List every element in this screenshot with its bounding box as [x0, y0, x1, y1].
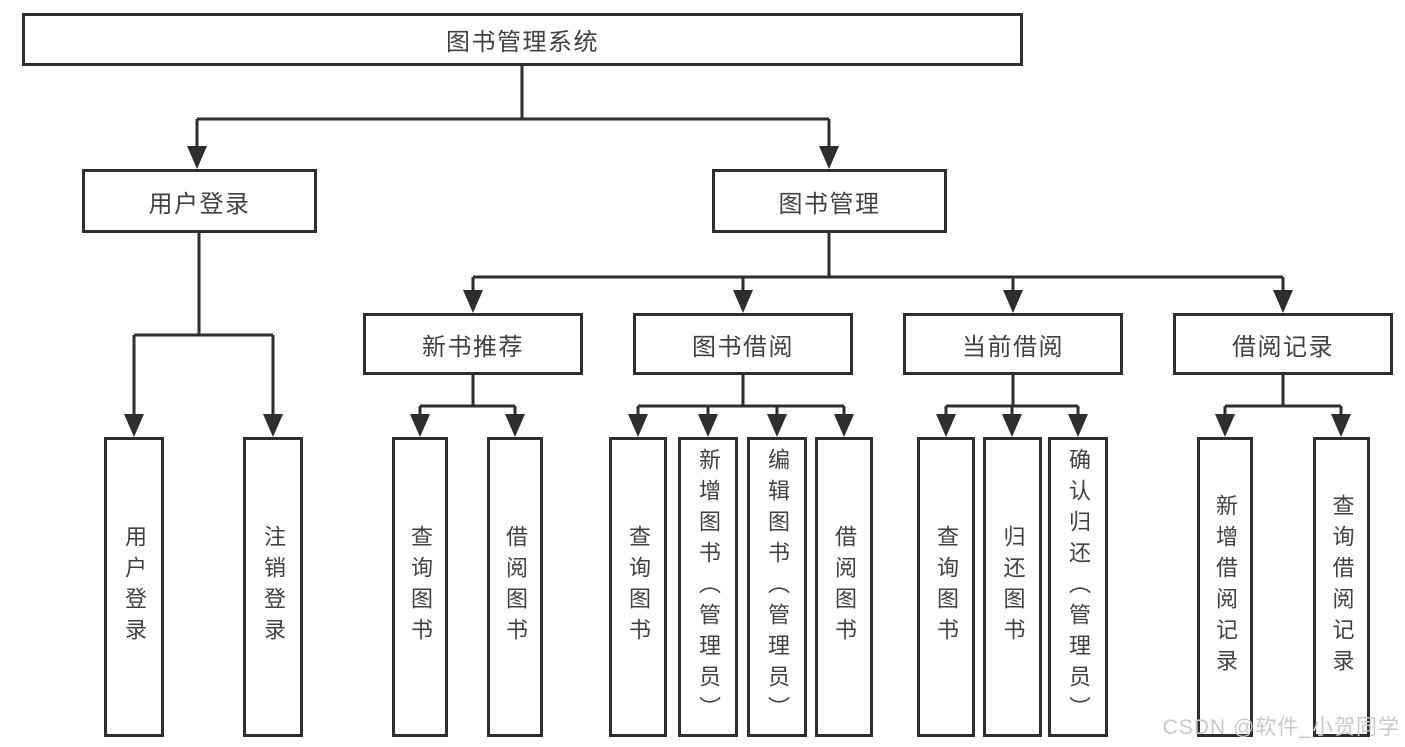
node-label: 新增图书（管理员） — [696, 447, 721, 727]
node-label: 用户登录 — [122, 525, 147, 649]
arrowhead-icon — [1215, 414, 1235, 437]
branch-borrow-records — [1215, 375, 1351, 437]
watermark: CSDN @软件_小贺同学 — [1162, 716, 1400, 739]
arrowhead-icon — [410, 414, 430, 437]
arrowhead-icon — [187, 146, 207, 169]
leaf-edit-book-admin: 编辑图书（管理员） — [747, 437, 807, 737]
node-book-borrow: 图书借阅 — [633, 313, 853, 375]
branch-book-management — [463, 233, 1293, 313]
node-label: 借阅记录 — [1232, 333, 1334, 361]
node-book-management: 图书管理 — [712, 169, 947, 233]
node-label: 当前借阅 — [962, 333, 1064, 361]
node-label: 图书管理 — [778, 190, 881, 218]
branch-new-book-recommend — [410, 375, 525, 437]
branch-user-login — [124, 233, 283, 437]
arrowhead-icon — [124, 414, 144, 437]
leaf-add-borrow-record: 新增借阅记录 — [1197, 437, 1253, 737]
leaf-user-login: 用户登录 — [104, 437, 164, 737]
branch-book-borrow — [628, 375, 854, 437]
node-label: 新书推荐 — [422, 333, 524, 361]
arrowhead-icon — [1002, 414, 1022, 437]
node-borrow-records: 借阅记录 — [1173, 313, 1393, 375]
leaf-borrow-books-recommend: 借阅图书 — [487, 437, 543, 737]
leaf-borrow-books: 借阅图书 — [815, 437, 873, 737]
node-label: 注销登录 — [261, 525, 286, 649]
branch-root — [187, 66, 839, 169]
node-label: 查询图书 — [408, 525, 433, 649]
arrowhead-icon — [819, 146, 839, 169]
node-label: 确认归还（管理员） — [1066, 447, 1091, 727]
node-label: 图书管理系统 — [446, 29, 599, 56]
arrowhead-icon — [1331, 414, 1351, 437]
node-label: 查询图书 — [626, 525, 651, 649]
leaf-confirm-return-admin: 确认归还（管理员） — [1048, 437, 1108, 737]
node-user-login: 用户登录 — [82, 169, 317, 233]
arrowhead-icon — [1273, 290, 1293, 313]
leaf-query-borrow-record: 查询借阅记录 — [1313, 437, 1370, 737]
node-label: 新增借阅记录 — [1213, 494, 1238, 680]
arrowhead-icon — [263, 414, 283, 437]
node-new-book-recommend: 新书推荐 — [363, 313, 583, 375]
arrowhead-icon — [733, 290, 753, 313]
node-label: 编辑图书（管理员） — [765, 447, 790, 727]
node-label: 用户登录 — [148, 190, 251, 218]
leaf-query-books-borrow: 查询图书 — [609, 437, 667, 737]
arrowhead-icon — [698, 414, 718, 437]
leaf-return-book: 归还图书 — [983, 437, 1042, 737]
branch-current-borrow — [936, 375, 1088, 437]
arrowhead-icon — [936, 414, 956, 437]
node-root: 图书管理系统 — [22, 13, 1023, 66]
leaf-add-book-admin: 新增图书（管理员） — [678, 437, 738, 737]
arrowhead-icon — [463, 290, 483, 313]
leaf-query-books-recommend: 查询图书 — [392, 437, 448, 737]
arrowhead-icon — [834, 414, 854, 437]
arrowhead-icon — [1068, 414, 1088, 437]
node-label: 查询图书 — [934, 525, 959, 649]
arrowhead-icon — [767, 414, 787, 437]
node-current-borrow: 当前借阅 — [903, 313, 1123, 375]
arrowhead-icon — [505, 414, 525, 437]
arrowhead-icon — [628, 414, 648, 437]
leaf-logout: 注销登录 — [243, 437, 303, 737]
leaf-query-books-current: 查询图书 — [917, 437, 975, 737]
node-label: 借阅图书 — [503, 525, 528, 649]
node-label: 借阅图书 — [832, 525, 857, 649]
node-label: 查询借阅记录 — [1329, 494, 1355, 680]
arrowhead-icon — [1003, 290, 1023, 313]
node-label: 图书借阅 — [692, 333, 794, 361]
node-label: 归还图书 — [1000, 525, 1026, 649]
